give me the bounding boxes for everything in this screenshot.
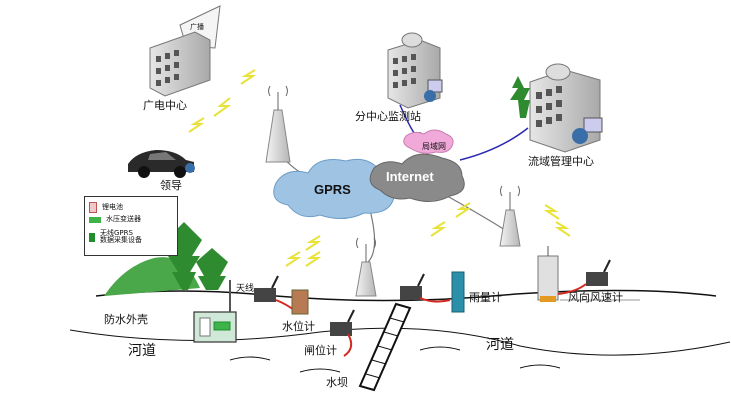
battery-icon [89, 202, 97, 213]
lan-cloud [403, 129, 454, 154]
bolt-leader-1 [213, 97, 232, 117]
gate-gauge-station [330, 309, 355, 357]
bolt-wind-2 [554, 221, 571, 237]
rain-gauge-station [400, 271, 465, 313]
gate-gauge-label: 闸位计 [304, 344, 337, 357]
dam-label: 水坝 [326, 376, 348, 389]
radio-tower-3 [499, 185, 521, 247]
water-level-station [254, 275, 309, 315]
bolt-leader-2 [188, 117, 205, 133]
signal-bolts [188, 69, 571, 267]
bolt-wind-1 [543, 204, 560, 220]
radio-tower-2 [355, 237, 377, 297]
lan-label: 局域网 [422, 142, 446, 151]
waterproof-housing-box [193, 311, 237, 343]
river-right-label: 河道 [486, 337, 514, 353]
broadcast-center-label: 广电中心 [143, 99, 187, 112]
legend-item-gprs-collector: 无线GPRS 数据采集设备 [89, 229, 142, 245]
bolt-rain-1 [455, 202, 472, 218]
basin-center-building [510, 63, 603, 153]
sub-center-building [387, 32, 443, 109]
bolt-rain-2 [430, 221, 447, 237]
link-lan-basin [459, 127, 529, 161]
gprs-collector-icon [89, 232, 95, 242]
billboard-sign-label: 广播 [190, 23, 204, 31]
sub-center-label: 分中心监测站 [355, 110, 421, 123]
antenna-label: 天线 [236, 284, 255, 294]
legend-item-battery: 锂电池 [89, 202, 123, 213]
rain-gauge-label: 雨量计 [469, 291, 502, 304]
bolt-station-1 [305, 235, 322, 251]
radio-tower-1 [265, 85, 291, 163]
bolt-broadcast [240, 69, 257, 85]
bolt-station-3 [305, 251, 322, 267]
link-gprs-tower [367, 209, 376, 263]
water-level-gauge-label: 水位计 [282, 320, 315, 333]
internet-label: Internet [386, 169, 434, 184]
leader-car-icon [128, 150, 195, 178]
dam-structure [358, 302, 412, 392]
internet-cloud [369, 153, 465, 202]
gprs-label: GPRS [314, 182, 351, 197]
link-internet-tower [439, 191, 509, 233]
river-left-label: 河道 [128, 343, 156, 359]
waterproof-housing-label: 防水外壳 [104, 313, 148, 326]
pressure-transmitter-icon [89, 216, 101, 223]
legend-box: 锂电池 水压变送器 无线GPRS 数据采集设备 [84, 196, 178, 256]
basin-center-label: 流域管理中心 [528, 155, 594, 168]
bolt-station-2 [285, 251, 302, 267]
leader-label: 领导 [160, 179, 182, 192]
wind-gauge-label: 风向风速计 [568, 291, 623, 304]
broadcast-center-building [149, 5, 221, 97]
wind-gauge-station [537, 246, 611, 302]
river-bank [69, 289, 731, 373]
legend-item-pressure: 水压变送器 [89, 215, 141, 223]
